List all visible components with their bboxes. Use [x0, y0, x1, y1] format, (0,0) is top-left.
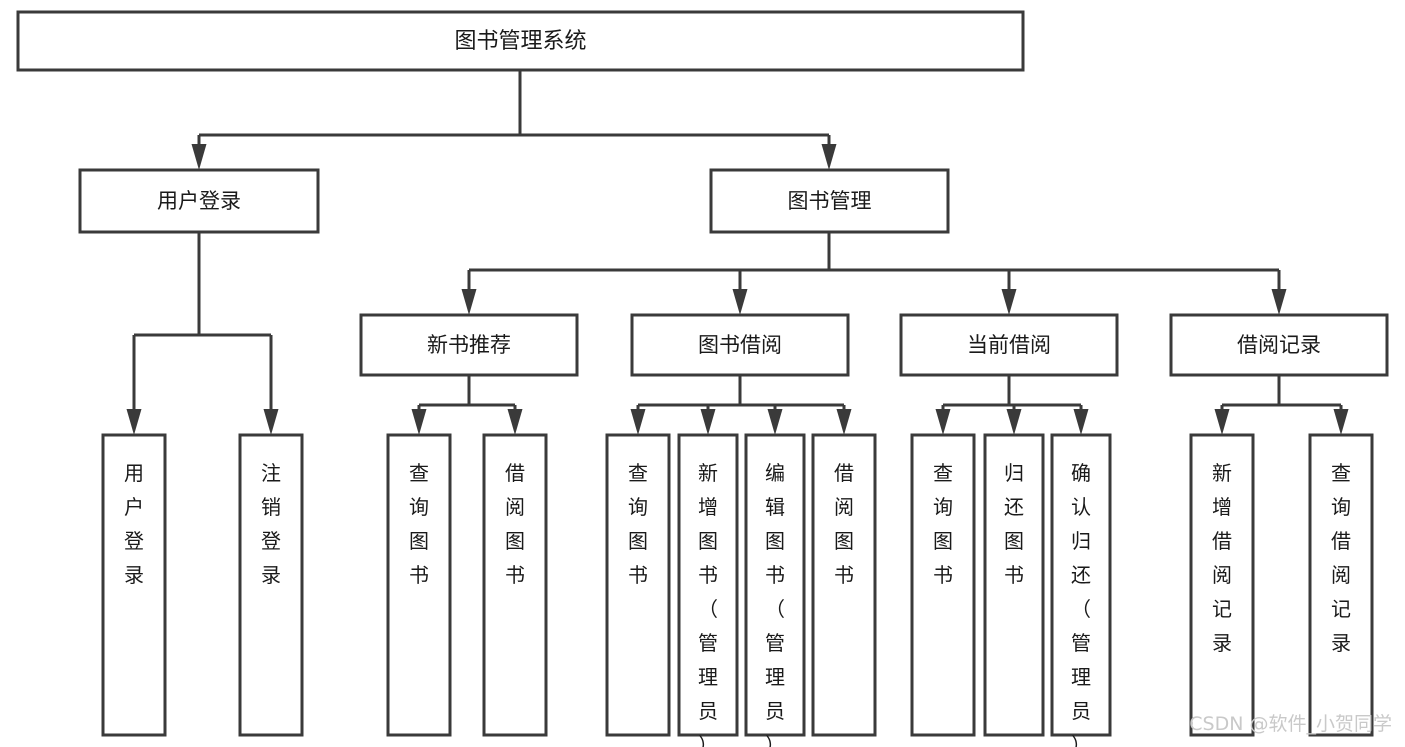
- node-label-leaf-add-borrow-record: 新增借阅记录: [1212, 461, 1232, 655]
- csdn-watermark: CSDN @软件_小贺同学: [1189, 713, 1392, 735]
- node-box-new-book-recommend[interactable]: [359, 313, 579, 377]
- node-box-current-borrow[interactable]: [899, 313, 1119, 377]
- node-box-leaf-edit-book-admin[interactable]: [744, 433, 806, 737]
- node-leaf-query-borrow-record[interactable]: 查询借阅记录: [1308, 433, 1374, 737]
- node-user-login[interactable]: 用户登录: [78, 168, 320, 234]
- node-label-leaf-return-book: 归还图书: [1004, 461, 1024, 587]
- node-leaf-add-book-admin[interactable]: 新增图书（管理员）: [677, 433, 739, 747]
- book-borrow-drop-3-arrowhead: [836, 409, 852, 435]
- node-label-root: 图书管理系统: [454, 29, 586, 54]
- node-box-book-management[interactable]: [709, 168, 950, 234]
- node-label-leaf-add-book-admin: 新增图书（管理员）: [698, 461, 718, 747]
- node-box-leaf-user-login[interactable]: [101, 433, 167, 737]
- node-leaf-return-book[interactable]: 归还图书: [983, 433, 1045, 737]
- node-label-leaf-confirm-return-admin: 确认归还（管理员）: [1071, 461, 1091, 747]
- root-drop-0-arrowhead: [191, 144, 207, 170]
- node-box-leaf-borrow-book-new[interactable]: [482, 433, 548, 737]
- node-new-book-recommend[interactable]: 新书推荐: [359, 313, 579, 377]
- node-box-leaf-query-borrow-record[interactable]: [1308, 433, 1374, 737]
- node-leaf-query-book-borrow[interactable]: 查询图书: [605, 433, 671, 737]
- current-borrow-drop-2-arrowhead: [1073, 409, 1089, 435]
- node-box-leaf-query-book-borrow[interactable]: [605, 433, 671, 737]
- new-book-drop-0-arrowhead: [411, 409, 427, 435]
- root-drop-1-arrowhead: [821, 144, 837, 170]
- node-label-leaf-borrow-book-borrow: 借阅图书: [834, 461, 854, 587]
- node-box-leaf-add-book-admin[interactable]: [677, 433, 739, 737]
- node-label-leaf-query-borrow-record: 查询借阅记录: [1331, 461, 1351, 655]
- node-box-book-borrow[interactable]: [630, 313, 850, 377]
- node-label-leaf-query-book-new: 查询图书: [409, 461, 429, 587]
- book-management-drop-1-arrowhead: [732, 289, 748, 315]
- node-box-leaf-confirm-return-admin[interactable]: [1050, 433, 1112, 737]
- nodes-layer: 图书管理系统用户登录图书管理新书推荐图书借阅当前借阅借阅记录用户登录注销登录查询…: [16, 10, 1389, 747]
- node-book-borrow[interactable]: 图书借阅: [630, 313, 850, 377]
- node-leaf-logout-login[interactable]: 注销登录: [238, 433, 304, 737]
- user-login-drop-0-arrowhead: [126, 409, 142, 435]
- node-box-leaf-query-book-new[interactable]: [386, 433, 452, 737]
- node-box-leaf-return-book[interactable]: [983, 433, 1045, 737]
- node-label-leaf-query-book-current: 查询图书: [933, 461, 953, 587]
- book-management-drop-0-arrowhead: [461, 289, 477, 315]
- node-label-leaf-query-book-borrow: 查询图书: [628, 461, 648, 587]
- node-current-borrow[interactable]: 当前借阅: [899, 313, 1119, 377]
- node-box-leaf-add-borrow-record[interactable]: [1189, 433, 1255, 737]
- borrow-record-drop-0-arrowhead: [1214, 409, 1230, 435]
- node-box-leaf-borrow-book-borrow[interactable]: [811, 433, 877, 737]
- node-box-user-login[interactable]: [78, 168, 320, 234]
- node-leaf-query-book-current[interactable]: 查询图书: [910, 433, 976, 737]
- connectors-layer: [126, 70, 1349, 435]
- user-login-drop-1-arrowhead: [263, 409, 279, 435]
- node-leaf-edit-book-admin[interactable]: 编辑图书（管理员）: [744, 433, 806, 747]
- node-leaf-borrow-book-new[interactable]: 借阅图书: [482, 433, 548, 737]
- node-box-leaf-logout-login[interactable]: [238, 433, 304, 737]
- node-label-leaf-logout-login: 注销登录: [261, 461, 281, 587]
- node-label-leaf-edit-book-admin: 编辑图书（管理员）: [765, 461, 785, 747]
- book-management-drop-3-arrowhead: [1271, 289, 1287, 315]
- node-leaf-confirm-return-admin[interactable]: 确认归还（管理员）: [1050, 433, 1112, 747]
- node-book-management[interactable]: 图书管理: [709, 168, 950, 234]
- node-label-current-borrow: 当前借阅: [967, 333, 1051, 357]
- current-borrow-drop-1-arrowhead: [1006, 409, 1022, 435]
- node-label-leaf-borrow-book-new: 借阅图书: [505, 461, 525, 587]
- node-leaf-query-book-new[interactable]: 查询图书: [386, 433, 452, 737]
- node-leaf-user-login[interactable]: 用户登录: [101, 433, 167, 737]
- node-box-root[interactable]: [16, 10, 1025, 72]
- book-borrow-drop-1-arrowhead: [700, 409, 716, 435]
- node-root[interactable]: 图书管理系统: [16, 10, 1025, 72]
- node-label-book-borrow: 图书借阅: [698, 333, 782, 357]
- current-borrow-drop-0-arrowhead: [935, 409, 951, 435]
- node-leaf-add-borrow-record[interactable]: 新增借阅记录: [1189, 433, 1255, 737]
- new-book-drop-1-arrowhead: [507, 409, 523, 435]
- node-box-borrow-record[interactable]: [1169, 313, 1389, 377]
- node-label-borrow-record: 借阅记录: [1237, 333, 1321, 357]
- node-label-new-book-recommend: 新书推荐: [427, 333, 511, 357]
- node-label-leaf-user-login: 用户登录: [124, 461, 144, 587]
- book-management-drop-2-arrowhead: [1001, 289, 1017, 315]
- borrow-record-drop-1-arrowhead: [1333, 409, 1349, 435]
- node-label-user-login: 用户登录: [157, 189, 241, 213]
- book-borrow-drop-0-arrowhead: [630, 409, 646, 435]
- node-box-leaf-query-book-current[interactable]: [910, 433, 976, 737]
- node-label-book-management: 图书管理: [788, 189, 872, 213]
- node-borrow-record[interactable]: 借阅记录: [1169, 313, 1389, 377]
- book-borrow-drop-2-arrowhead: [767, 409, 783, 435]
- node-leaf-borrow-book-borrow[interactable]: 借阅图书: [811, 433, 877, 737]
